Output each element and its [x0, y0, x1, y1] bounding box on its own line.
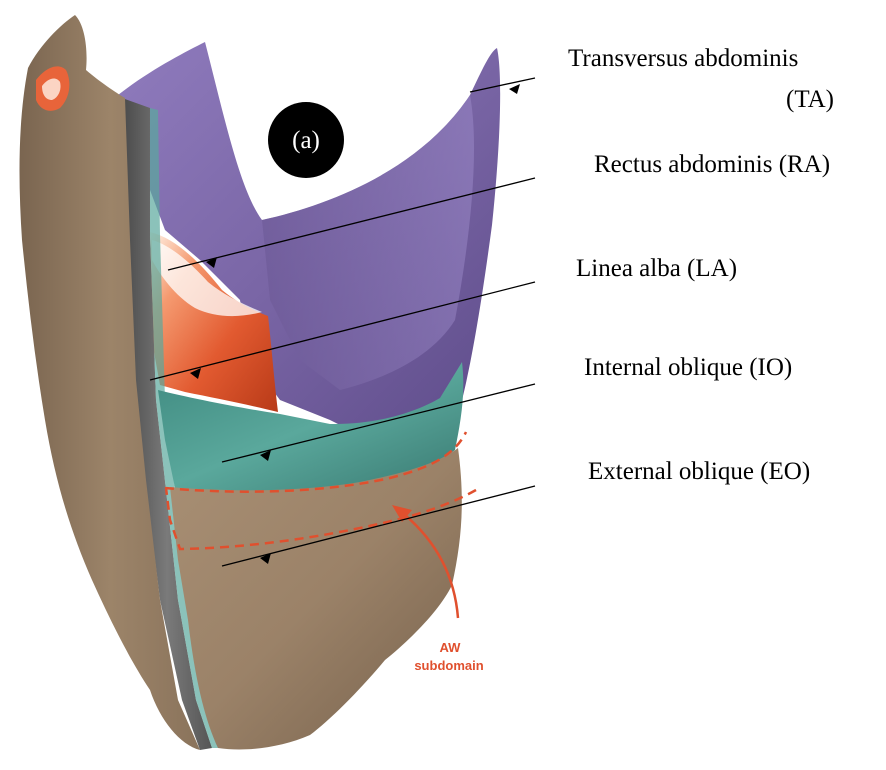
io-leader-arrowhead — [260, 450, 271, 461]
panel-label-circle — [268, 102, 344, 178]
aw-subdomain-arrow — [404, 514, 460, 619]
ra-label: Rectus abdominis (RA) — [594, 151, 830, 178]
la-label: Linea alba (LA) — [576, 255, 737, 282]
la-leader-arrowhead — [190, 368, 201, 379]
cut-section-highlight — [42, 78, 61, 100]
io-label: Internal oblique (IO) — [584, 354, 792, 381]
ta-leader-line — [469, 77, 536, 93]
ta-leader-arrowhead — [509, 84, 520, 94]
linea-alba-strip — [122, 98, 212, 750]
aw-annotation-line1: AW — [440, 640, 462, 655]
lateral-body-wall — [19, 15, 200, 750]
eo-label: External oblique (EO) — [588, 458, 810, 485]
io-leader-line — [221, 383, 536, 463]
ta-abbrev-label: (TA) — [786, 86, 834, 113]
ra-leader-arrowhead — [206, 257, 217, 268]
ta-label: Transversus abdominis — [568, 45, 798, 72]
rectus-highlight — [152, 240, 262, 317]
eo-leader-line — [221, 485, 536, 567]
ra-leader-line — [167, 177, 536, 271]
transversus-inner-surface — [262, 95, 475, 390]
aw-subdomain-outline — [164, 431, 477, 551]
aw-annotation-line2: subdomain — [414, 658, 483, 673]
la-leader-line — [149, 281, 536, 381]
panel-label: (a) — [292, 127, 320, 154]
external-oblique-muscle — [170, 448, 462, 750]
aw-subdomain-arrowhead — [392, 505, 412, 522]
eo-leader-arrowhead — [260, 553, 271, 564]
